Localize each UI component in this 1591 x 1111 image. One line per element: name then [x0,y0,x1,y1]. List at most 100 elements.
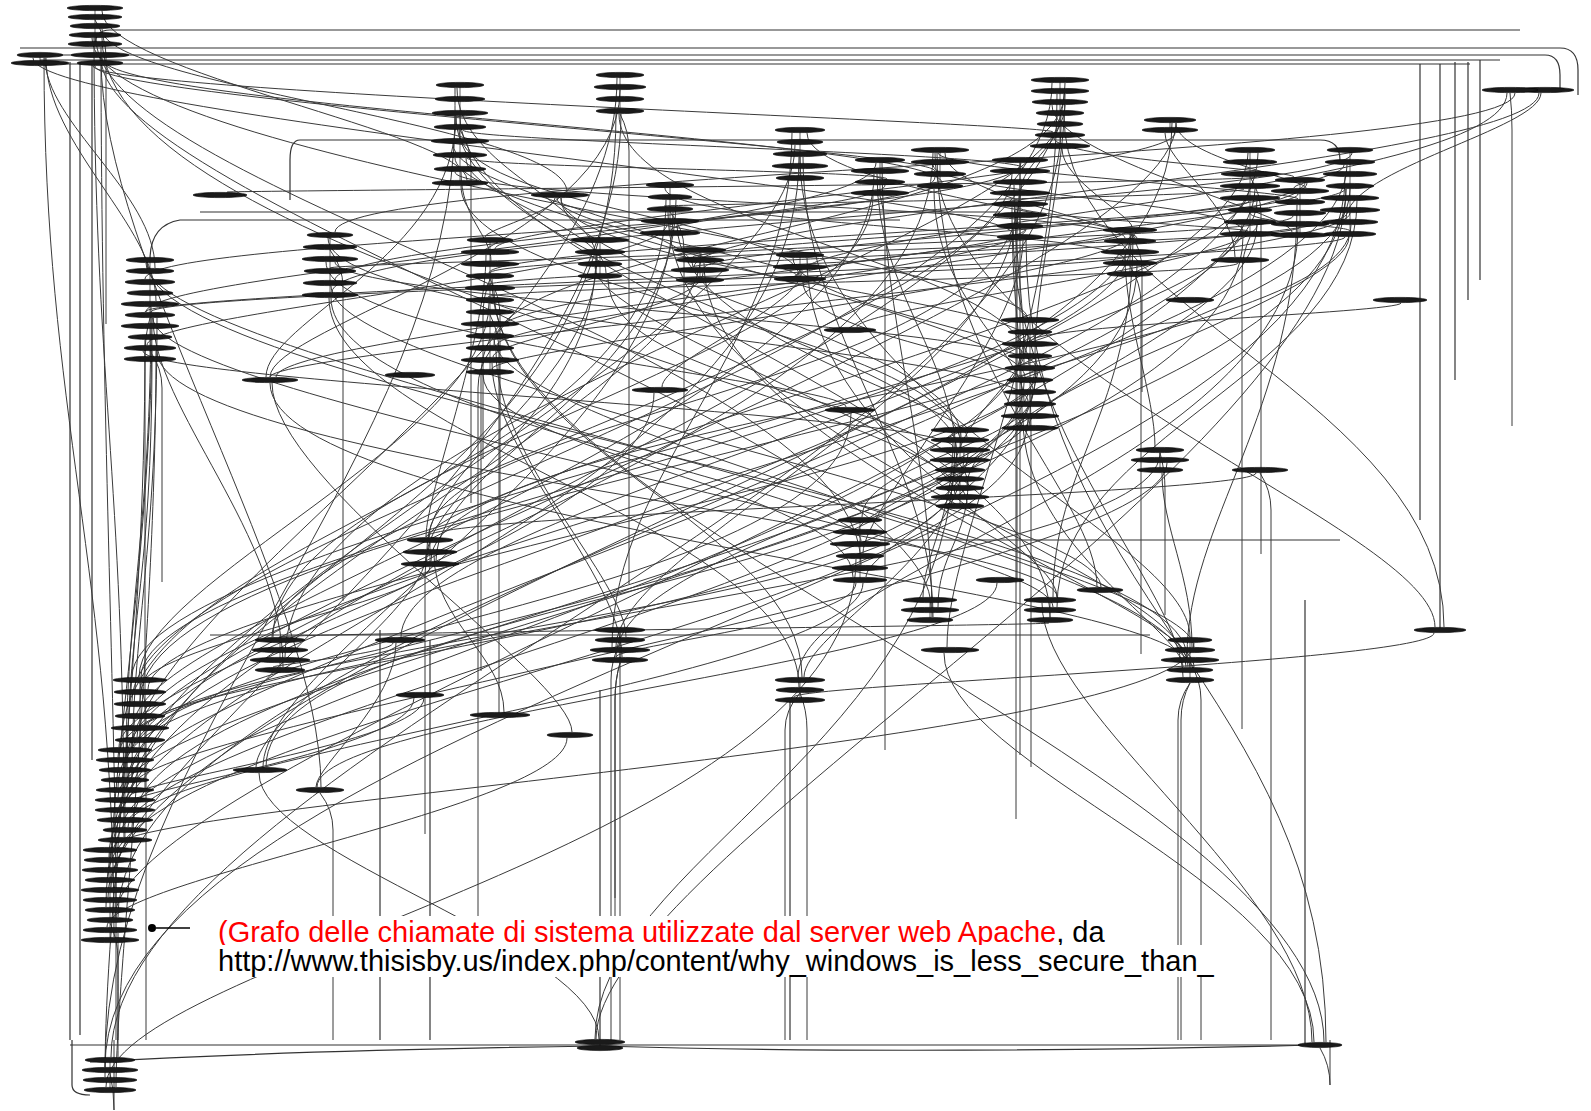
graph-edge [141,233,1131,677]
graph-node-oval [115,737,165,742]
graph-node-oval [252,647,308,652]
graph-edge [40,59,1500,60]
graph-edge [20,48,1578,95]
graph-node-oval [125,312,175,317]
graph-edge [1130,233,1142,392]
graph-node-oval [1482,87,1538,92]
graph-node-oval [121,323,179,328]
graph-node-oval [99,767,151,772]
graph-edge [102,11,467,180]
graph-node-oval [432,110,488,115]
graph-node-oval [640,230,700,235]
graph-edge [101,47,116,917]
graph-node-oval [461,249,519,254]
graph-node-oval [255,667,305,672]
graph-edge [147,224,667,345]
caption-line: http://www.thisisby.us/index.php/content… [218,947,1214,976]
graph-edge [1350,176,1351,184]
graph-node-oval [303,280,357,285]
graph-node-oval [1037,121,1083,126]
graph-edge [800,693,807,1040]
graph-node-oval [646,182,694,187]
graph-node-oval [304,268,356,273]
graph-node-oval [931,494,989,499]
graph-node-oval [1036,110,1084,115]
graph-edge [140,683,146,1040]
graph-node-oval [1032,99,1088,104]
graph-edge [1439,64,1440,630]
graph-node-oval [777,139,823,144]
graph-node-oval [547,732,593,737]
graph-edge [272,83,1052,637]
graph-node-oval [121,301,179,306]
graph-edge [106,114,616,907]
graph-node-oval [1131,457,1189,462]
graph-edge [453,144,693,267]
graph-node-oval [838,517,882,522]
graph-edge [800,132,801,140]
graph-edge [134,174,874,725]
graph-node-oval [81,887,139,892]
graph-edge [91,64,92,760]
graph-node-oval [1373,297,1427,302]
graph-node-oval [432,180,488,185]
graph-node-oval [976,577,1024,582]
graph-edge [1031,303,1401,341]
graph-edge [1060,82,1061,89]
graph-node-oval [592,657,648,662]
graph-node-oval [68,41,122,46]
graph-node-oval [824,327,876,332]
graph-edge [272,383,572,732]
graph-node-oval [127,290,173,295]
graph-edge [335,93,1515,232]
graph-edge [1053,233,1133,597]
graph-edge [140,189,1350,701]
graph-node-oval [1221,171,1279,176]
graph-edge [616,583,856,657]
graph-node-oval [255,637,305,642]
graph-edge [492,233,1132,369]
graph-node-oval [407,537,453,542]
graph-node-oval [1225,147,1275,152]
graph-node-oval [590,647,650,652]
graph-node-oval [125,279,175,284]
graph-edge [785,693,800,1040]
graph-node-oval [776,175,824,180]
graph-edge [119,393,654,747]
graph-edge [123,335,1028,827]
graph-edge [1190,642,1191,648]
graph-edge [698,194,1298,257]
graph-node-oval [126,257,174,262]
graph-node-oval [676,277,724,282]
graph-node-oval [1275,199,1325,204]
graph-node-oval [577,1045,623,1050]
graph-node-oval [990,190,1050,195]
graph-edge [101,58,931,607]
graph-node-oval [82,1067,138,1072]
graph-node-oval [935,467,985,472]
graph-node-oval [931,427,989,432]
graph-edge [795,189,1345,276]
graph-node-oval [1220,231,1280,236]
graph-edge [102,29,567,192]
graph-node-oval [302,292,358,297]
graph-node-oval [914,171,966,176]
graph-node-oval [1031,77,1089,82]
graph-edge [1020,163,1021,755]
graph-node-oval [466,273,514,278]
graph-edge [140,567,430,689]
graph-node-oval [830,541,890,546]
graph-node-oval [87,917,133,922]
graph-node-oval [95,807,155,812]
graph-edge [1030,322,1031,330]
graph-node-oval [466,345,514,350]
graph-edge [789,700,790,1040]
graph-edge [1190,672,1191,678]
graph-edge [150,351,162,582]
graph-node-oval [997,234,1043,239]
graph-node-oval [101,777,149,782]
graph-node-oval [775,127,825,132]
graph-node-oval [67,5,123,10]
graph-edge [132,174,1012,701]
graph-node-oval [674,247,726,252]
